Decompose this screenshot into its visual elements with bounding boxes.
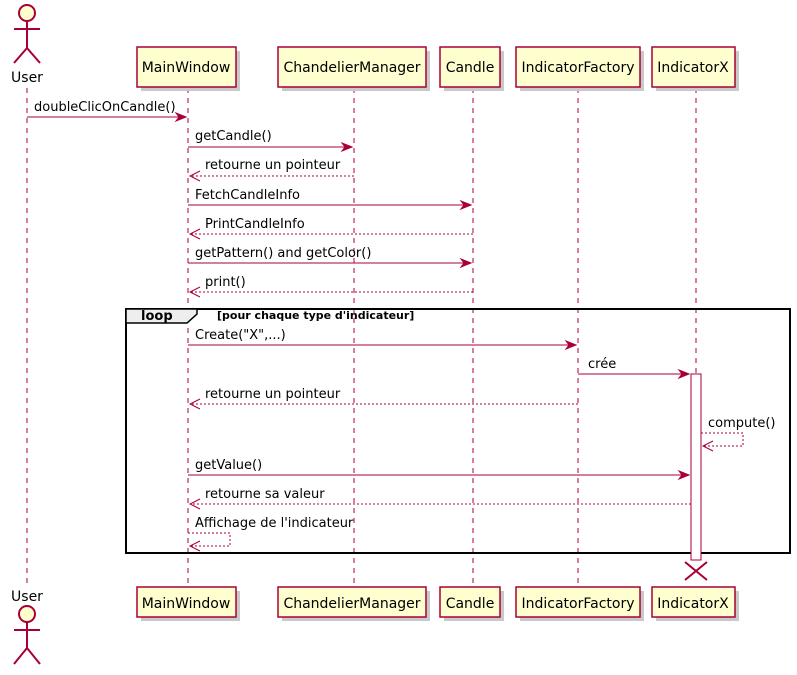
svg-text:PrintCandleInfo: PrintCandleInfo	[205, 217, 305, 232]
svg-text:FetchCandleInfo: FetchCandleInfo	[195, 188, 300, 203]
indicatorx-box-top: IndicatorX	[651, 46, 739, 91]
chandeliermanager-box-bottom: ChandelierManager	[277, 586, 430, 621]
svg-text:retourne un pointeur: retourne un pointeur	[205, 158, 341, 173]
message-create: Create("X",...)	[188, 328, 578, 351]
message-compute: compute()	[701, 416, 776, 452]
svg-text:doubleClicOnCandle(): doubleClicOnCandle()	[34, 100, 176, 115]
svg-text:Affichage de l'indicateur: Affichage de l'indicateur	[195, 516, 354, 531]
indicatorx-destroy-mark	[684, 561, 708, 581]
user-actor-top	[13, 4, 41, 64]
svg-text:getCandle(): getCandle()	[195, 129, 272, 144]
message-retourne-pointeur-2: retourne un pointeur	[188, 387, 578, 410]
chandeliermanager-box-top: ChandelierManager	[277, 46, 430, 91]
svg-text:retourne sa valeur: retourne sa valeur	[205, 487, 325, 502]
user-actor-bottom	[13, 605, 41, 665]
message-retourne-valeur: retourne sa valeur	[188, 487, 691, 510]
chandeliermanager-label-top: ChandelierManager	[283, 60, 420, 76]
loop-keyword: loop	[141, 309, 173, 324]
user-label-bottom: User	[11, 589, 43, 605]
svg-text:getPattern() and getColor(): getPattern() and getColor()	[195, 246, 371, 261]
loop-frame	[125, 308, 791, 554]
indicatorfactory-label-bottom: IndicatorFactory	[521, 596, 634, 612]
message-getvalue: getValue()	[188, 458, 691, 481]
candle-label-bottom: Candle	[446, 596, 495, 612]
indicatorx-label-top: IndicatorX	[657, 60, 729, 76]
loop-tab	[125, 308, 198, 324]
mainwindow-box-bottom: MainWindow	[136, 586, 240, 621]
message-cree: crée	[578, 357, 691, 380]
svg-text:print(): print()	[205, 275, 246, 290]
indicatorfactory-box-bottom: IndicatorFactory	[515, 586, 644, 621]
mainwindow-label-top: MainWindow	[142, 60, 231, 76]
candle-box-top: Candle	[439, 46, 504, 91]
svg-text:Create("X",...): Create("X",...)	[195, 328, 286, 343]
indicatorfactory-label-top: IndicatorFactory	[521, 60, 634, 76]
user-label-top: User	[11, 70, 43, 86]
message-retourne-pointeur-1: retourne un pointeur	[188, 158, 354, 182]
message-getcandle: getCandle()	[188, 129, 354, 153]
message-doubleclic: doubleClicOnCandle()	[27, 100, 188, 123]
candle-label-top: Candle	[446, 60, 495, 76]
indicatorx-activation	[690, 373, 702, 561]
mainwindow-label-bottom: MainWindow	[142, 596, 231, 612]
mainwindow-box-top: MainWindow	[136, 46, 240, 91]
indicatorx-box-bottom: IndicatorX	[651, 586, 739, 621]
message-getpattern: getPattern() and getColor()	[188, 246, 473, 269]
svg-text:compute(): compute()	[708, 416, 776, 431]
message-fetchcandleinfo: FetchCandleInfo	[188, 188, 473, 211]
indicatorfactory-box-top: IndicatorFactory	[515, 46, 644, 91]
chandeliermanager-label-bottom: ChandelierManager	[283, 596, 420, 612]
loop-guard: [pour chaque type d'indicateur]	[217, 309, 414, 322]
indicatorx-label-bottom: IndicatorX	[657, 596, 729, 612]
candle-box-bottom: Candle	[439, 586, 504, 621]
message-printcandleinfo: PrintCandleInfo	[188, 217, 473, 240]
svg-text:getValue(): getValue()	[195, 458, 262, 473]
message-affichage: Affichage de l'indicateur	[188, 516, 354, 552]
svg-text:retourne un pointeur: retourne un pointeur	[205, 387, 341, 402]
svg-text:crée: crée	[588, 357, 616, 372]
message-print: print()	[188, 275, 473, 298]
